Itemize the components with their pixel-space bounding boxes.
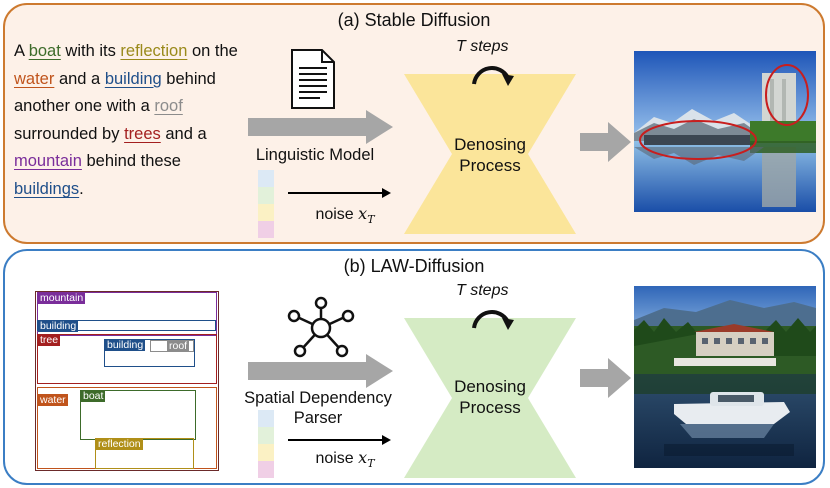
noise-label-a: noise xT <box>315 204 375 227</box>
prompt-word-roof: roof <box>154 97 183 116</box>
tag-building-2: building <box>105 339 146 351</box>
bbox-mountain <box>37 292 217 336</box>
panel-b-title: (b) LAW-Diffusion <box>343 256 485 276</box>
tag-roof: roof <box>167 340 190 352</box>
prompt-word-buildings: buildings <box>14 179 80 198</box>
noise-label-b: noise xT <box>315 448 375 471</box>
graph-network-icon <box>287 296 355 358</box>
prompt-segment: . <box>79 179 84 198</box>
output-arrow-b <box>580 358 631 398</box>
prompt-segment: with its <box>60 42 121 60</box>
document-icon <box>291 49 335 109</box>
prompt-word-trees: trees <box>124 124 161 143</box>
prompt-segment: surrounded by <box>14 124 125 143</box>
prompt-word-water: water <box>14 69 55 88</box>
bbox-building-1 <box>37 320 216 331</box>
prompt-segment: and a <box>160 124 207 143</box>
denoising-unet-a <box>404 74 576 234</box>
prompt-word-reflection: reflection <box>120 42 188 60</box>
tag-boat: boat <box>81 390 106 402</box>
encoder-arrow-a <box>248 110 393 144</box>
noise-arrow-b <box>288 435 391 445</box>
prompt-segment: behind another one with a <box>14 69 216 116</box>
tag-water: water <box>38 394 68 406</box>
loop-arrow-icon <box>472 66 514 86</box>
t-steps-label-a: T steps <box>456 38 509 55</box>
denoising-unet-b <box>404 318 576 478</box>
prompt-segment: on the <box>187 42 238 60</box>
prompt-text: A boat with its reflection on the water … <box>14 38 254 204</box>
prompt-segment: A <box>14 42 29 60</box>
prompt-segment: and a <box>54 69 105 88</box>
bbox-tree <box>37 334 217 384</box>
tag-building-1: building <box>38 320 79 332</box>
output-arrow-a <box>580 122 631 162</box>
encoder-arrow-b <box>248 354 393 388</box>
prompt-word-mountain: mountain <box>14 152 82 171</box>
noise-strip-a <box>258 170 274 238</box>
bbox-building-2 <box>104 339 195 367</box>
tag-mountain: mountain <box>38 292 86 304</box>
noise-strip-b <box>258 410 274 478</box>
t-steps-label-b: T steps <box>456 282 509 299</box>
generated-image-stable-diffusion <box>634 51 816 212</box>
linguistic-model-label: Linguistic Model <box>255 146 375 164</box>
panel-a-title: (a) Stable Diffusion <box>337 10 491 30</box>
tag-reflection: reflection <box>96 438 143 450</box>
noise-arrow-a <box>288 188 391 198</box>
generated-image-law-diffusion <box>634 286 816 468</box>
prompt-word-building: building <box>104 69 162 88</box>
bbox-reflection <box>95 438 194 469</box>
prompt-word-boat: boat <box>28 42 61 60</box>
loop-arrow-icon-b <box>472 310 514 330</box>
tag-tree: tree <box>38 334 61 346</box>
prompt-segment: behind these <box>81 152 181 171</box>
